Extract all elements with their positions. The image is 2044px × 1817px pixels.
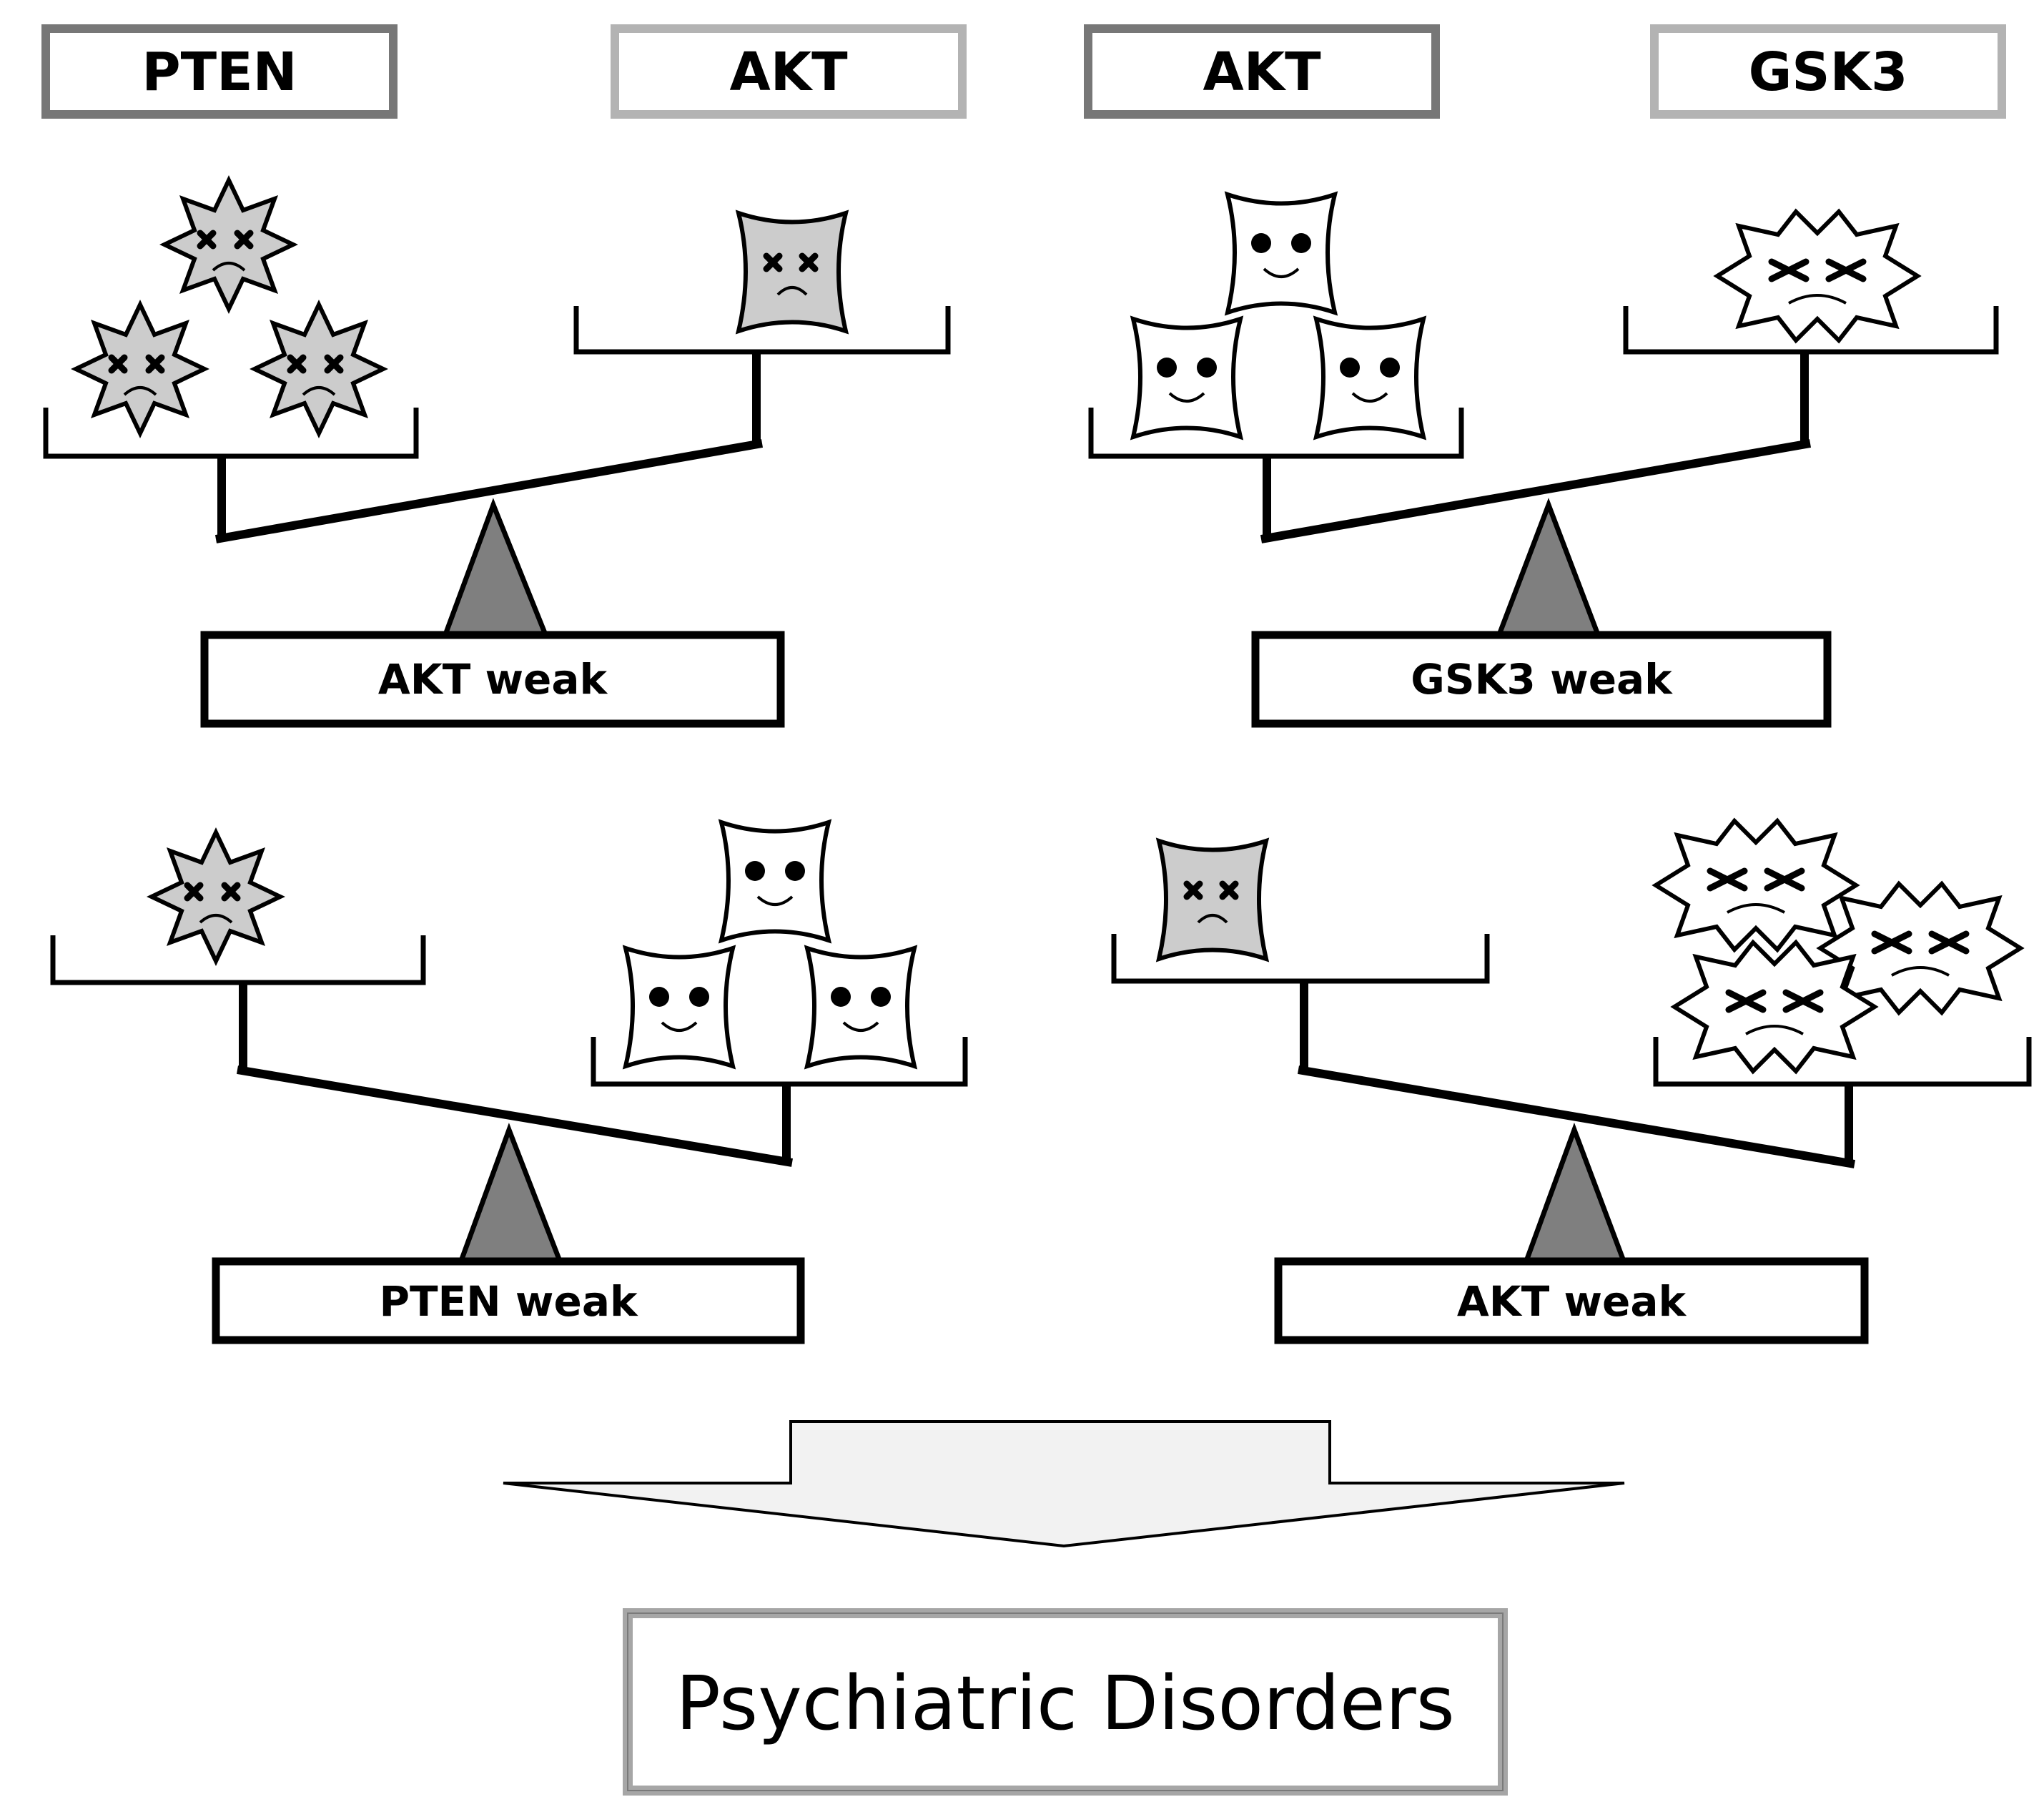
fulcrum-triangle-icon <box>1521 1122 1629 1266</box>
fulcrum-triangle-icon <box>456 1123 565 1266</box>
balance-scale-1: AKT weak <box>43 180 951 728</box>
sad-burst-icon <box>1717 212 1917 340</box>
sad-eight-point-star-icon <box>255 305 383 433</box>
scale-beam <box>1297 1065 1856 1168</box>
scale-pan-right <box>591 1037 968 1087</box>
happy-four-point-star-icon <box>1316 319 1423 437</box>
scale-pan-left <box>1111 934 1490 984</box>
scale-pan-left <box>1088 408 1464 459</box>
scale-pan-right <box>1623 306 1999 355</box>
result-label-gsk3-weak: GSK3 weak <box>1411 655 1673 704</box>
header-box-2: AKT <box>611 24 967 119</box>
balance-scale-2: GSK3 weak <box>1088 194 1999 728</box>
happy-four-point-star-icon <box>1228 194 1335 312</box>
result-box-2 <box>1251 631 1832 728</box>
header-box-4: GSK3 <box>1650 24 2006 119</box>
balance-scale-4: AKT weak <box>1111 821 2032 1344</box>
result-label-pten-weak: PTEN weak <box>379 1277 638 1326</box>
balance-scale-3: PTEN weak <box>50 822 968 1344</box>
sad-eight-point-star-icon <box>76 305 204 433</box>
outcome-box: Psychiatric Disorders <box>623 1608 1508 1796</box>
scale-pan-left <box>43 408 419 459</box>
scale-pan-right <box>573 306 951 355</box>
sad-burst-icon <box>1656 821 1856 950</box>
outcome-label: Psychiatric Disorders <box>676 1660 1455 1747</box>
result-box-4 <box>1274 1257 1869 1344</box>
sad-eight-point-star-icon <box>164 180 293 309</box>
fulcrum-triangle-icon <box>440 498 551 639</box>
happy-four-point-star-icon <box>626 948 733 1066</box>
happy-four-point-star-icon <box>807 948 914 1066</box>
header-label-akt: AKT <box>1203 41 1321 103</box>
header-box-1: PTEN <box>41 24 398 119</box>
header-label-gsk3: GSK3 <box>1749 41 1908 103</box>
down-arrow-icon <box>503 1420 1625 1548</box>
scale-pan-left <box>50 935 426 985</box>
header-label-pten: PTEN <box>142 41 297 103</box>
sad-four-point-star-icon <box>739 213 846 331</box>
header-box-3: AKT <box>1084 24 1440 119</box>
scale-beam <box>214 439 764 543</box>
fulcrum-triangle-icon <box>1494 498 1603 639</box>
scale-pan-right <box>1653 1037 2032 1087</box>
result-label-akt-weak: AKT weak <box>378 655 608 704</box>
happy-four-point-star-icon <box>721 822 829 940</box>
happy-four-point-star-icon <box>1133 319 1240 437</box>
result-box-3 <box>212 1257 805 1344</box>
scale-beam <box>237 1065 793 1167</box>
result-label-akt-weak: AKT weak <box>1457 1277 1687 1326</box>
sad-burst-icon <box>1674 942 1875 1071</box>
sad-eight-point-star-icon <box>152 832 280 961</box>
sad-four-point-star-icon <box>1159 841 1266 959</box>
header-label-akt: AKT <box>729 41 848 103</box>
result-box-1 <box>200 631 785 728</box>
scale-beam <box>1260 439 1812 543</box>
